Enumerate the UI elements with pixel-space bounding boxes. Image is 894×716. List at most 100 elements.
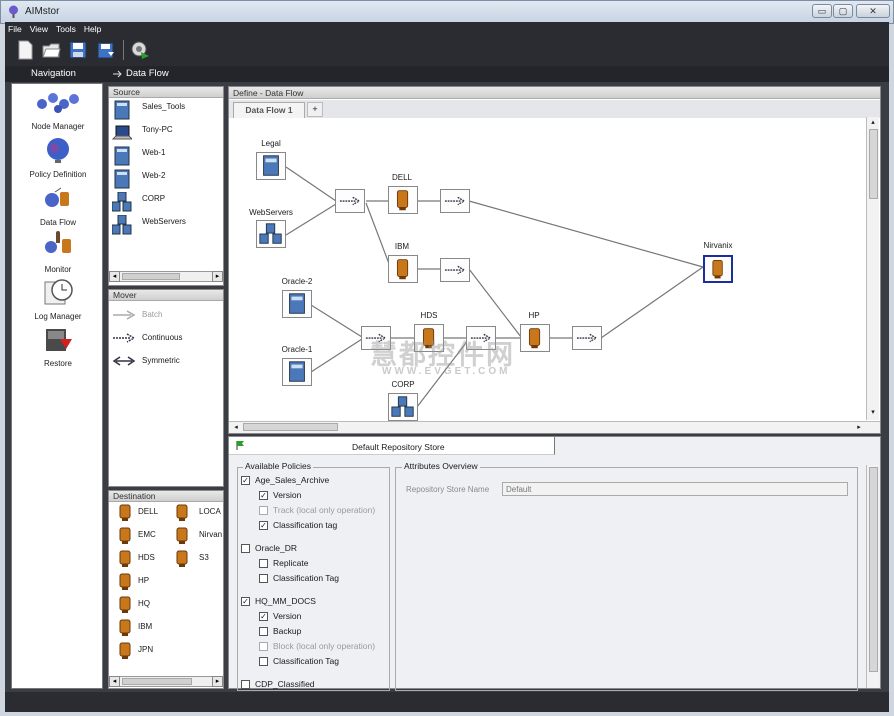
policy-option[interactable]: ✓Version (259, 490, 301, 501)
repository-vscrollbar[interactable] (866, 465, 879, 688)
policy-option[interactable]: Backup (259, 626, 301, 637)
nav-node-manager[interactable]: Node Manager (12, 90, 104, 134)
run-icon[interactable] (130, 40, 150, 60)
checkbox[interactable] (259, 657, 268, 667)
mover-item-batch[interactable]: Batch (112, 308, 212, 326)
source-item-sales-tools[interactable]: Sales_Tools (112, 100, 212, 122)
source-item-web-1[interactable]: Web-1 (112, 146, 212, 168)
source-item-tony-pc[interactable]: Tony-PC (112, 123, 212, 145)
checkbox[interactable] (259, 627, 268, 637)
checkbox[interactable]: ✓ (241, 476, 250, 486)
checkbox[interactable]: ✓ (259, 521, 268, 531)
scroll-left-icon[interactable]: ◂ (234, 424, 238, 431)
policy-option[interactable]: ✓Version (259, 611, 301, 622)
destination-scrollbar[interactable]: ◂ ▸ (109, 676, 223, 687)
source-scrollbar[interactable]: ◂ ▸ (109, 271, 223, 282)
node-corp[interactable] (388, 393, 418, 421)
policy-option[interactable]: ✓Classification tag (259, 520, 337, 531)
node-webservers[interactable] (256, 220, 286, 248)
close-button[interactable]: ✕ (856, 4, 890, 18)
menu-tools[interactable]: Tools (55, 24, 76, 34)
scroll-right-icon[interactable]: ▸ (212, 676, 223, 687)
policy-option[interactable]: Track (local only operation) (259, 505, 375, 516)
destination-item[interactable]: LOCA (175, 504, 223, 524)
menu-view[interactable]: View (29, 24, 48, 34)
mover-node-6[interactable] (572, 326, 602, 350)
policy-option[interactable]: Classification Tag (259, 573, 339, 584)
open-icon[interactable] (41, 40, 61, 60)
save-as-icon[interactable] (96, 40, 116, 60)
mover-node-2[interactable] (440, 189, 470, 213)
nav-log-manager[interactable]: Log Manager (12, 278, 104, 322)
scroll-up-icon[interactable]: ▴ (871, 119, 875, 126)
node-oracle-1[interactable] (282, 358, 312, 386)
policy-item[interactable]: ✓Age_Sales_Archive (241, 475, 329, 486)
mover-item-continuous[interactable]: Continuous (112, 331, 212, 349)
nav-monitor[interactable]: Monitor (12, 231, 104, 275)
destination-item[interactable]: IBM (118, 619, 166, 639)
scroll-left-icon[interactable]: ◂ (109, 271, 120, 282)
new-document-icon[interactable] (15, 40, 35, 60)
scroll-thumb[interactable] (869, 129, 878, 199)
source-item-webservers[interactable]: WebServers (112, 215, 212, 237)
scroll-thumb[interactable] (243, 423, 338, 431)
save-icon[interactable] (68, 40, 88, 60)
scroll-right-icon[interactable]: ▸ (857, 424, 861, 431)
node-dell[interactable] (388, 186, 418, 214)
checkbox[interactable] (259, 642, 268, 652)
node-ibm[interactable] (388, 255, 418, 283)
source-item-corp[interactable]: CORP (112, 192, 212, 214)
checkbox[interactable] (241, 680, 250, 690)
scroll-thumb[interactable] (122, 273, 180, 280)
policy-option[interactable]: Block (local only operation) (259, 641, 375, 652)
destination-item[interactable]: HQ (118, 596, 166, 616)
node-hds[interactable] (414, 324, 444, 352)
policy-item[interactable]: CDP_Classified (241, 679, 315, 690)
repository-tab[interactable]: Default Repository Store (229, 437, 555, 455)
scroll-right-icon[interactable]: ▸ (212, 271, 223, 282)
checkbox[interactable] (259, 574, 268, 584)
minimize-button[interactable]: ▭ (812, 4, 832, 18)
checkbox[interactable]: ✓ (241, 597, 250, 607)
policy-option[interactable]: Classification Tag (259, 656, 339, 667)
canvas-hscrollbar[interactable]: ◂ ▸ (229, 421, 880, 433)
tab-data-flow-1[interactable]: Data Flow 1 (233, 102, 305, 118)
scroll-left-icon[interactable]: ◂ (109, 676, 120, 687)
add-tab-button[interactable]: + (307, 102, 323, 117)
scroll-down-icon[interactable]: ▾ (871, 409, 875, 416)
node-nirvanix[interactable] (703, 255, 733, 283)
mover-node-4[interactable] (361, 326, 391, 350)
mover-item-symmetric[interactable]: Symmetric (112, 354, 212, 372)
repository-store-name-field[interactable]: Default (502, 482, 848, 496)
destination-item[interactable]: DELL (118, 504, 166, 524)
nav-policy-definition[interactable]: Policy Definition (12, 136, 104, 180)
node-legal[interactable] (256, 152, 286, 180)
nav-restore[interactable]: Restore (12, 325, 104, 369)
destination-item[interactable]: Nirvan (175, 527, 223, 547)
checkbox[interactable] (259, 559, 268, 569)
checkbox[interactable]: ✓ (259, 491, 268, 501)
maximize-button[interactable]: ▢ (833, 4, 853, 18)
nav-data-flow[interactable]: Data Flow (12, 184, 104, 228)
destination-item[interactable]: EMC (118, 527, 166, 547)
canvas-vscrollbar[interactable]: ▴ ▾ (866, 117, 879, 420)
mover-node-1[interactable] (335, 189, 365, 213)
destination-item[interactable]: JPN (118, 642, 166, 662)
scroll-thumb[interactable] (869, 467, 878, 672)
node-oracle-2[interactable] (282, 290, 312, 318)
menu-file[interactable]: File (8, 24, 22, 34)
checkbox[interactable]: ✓ (259, 612, 268, 622)
checkbox[interactable] (241, 544, 250, 554)
checkbox[interactable] (259, 506, 268, 516)
scroll-thumb[interactable] (122, 678, 192, 685)
source-item-web-2[interactable]: Web-2 (112, 169, 212, 191)
mover-node-3[interactable] (440, 258, 470, 282)
menu-help[interactable]: Help (83, 24, 102, 34)
node-hp[interactable] (520, 324, 550, 352)
destination-item[interactable]: S3 (175, 550, 223, 570)
policy-item[interactable]: ✓HQ_MM_DOCS (241, 596, 316, 607)
policy-option[interactable]: Replicate (259, 558, 308, 569)
mover-node-5[interactable] (466, 326, 496, 350)
destination-item[interactable]: HP (118, 573, 166, 593)
policy-item[interactable]: Oracle_DR (241, 543, 297, 554)
